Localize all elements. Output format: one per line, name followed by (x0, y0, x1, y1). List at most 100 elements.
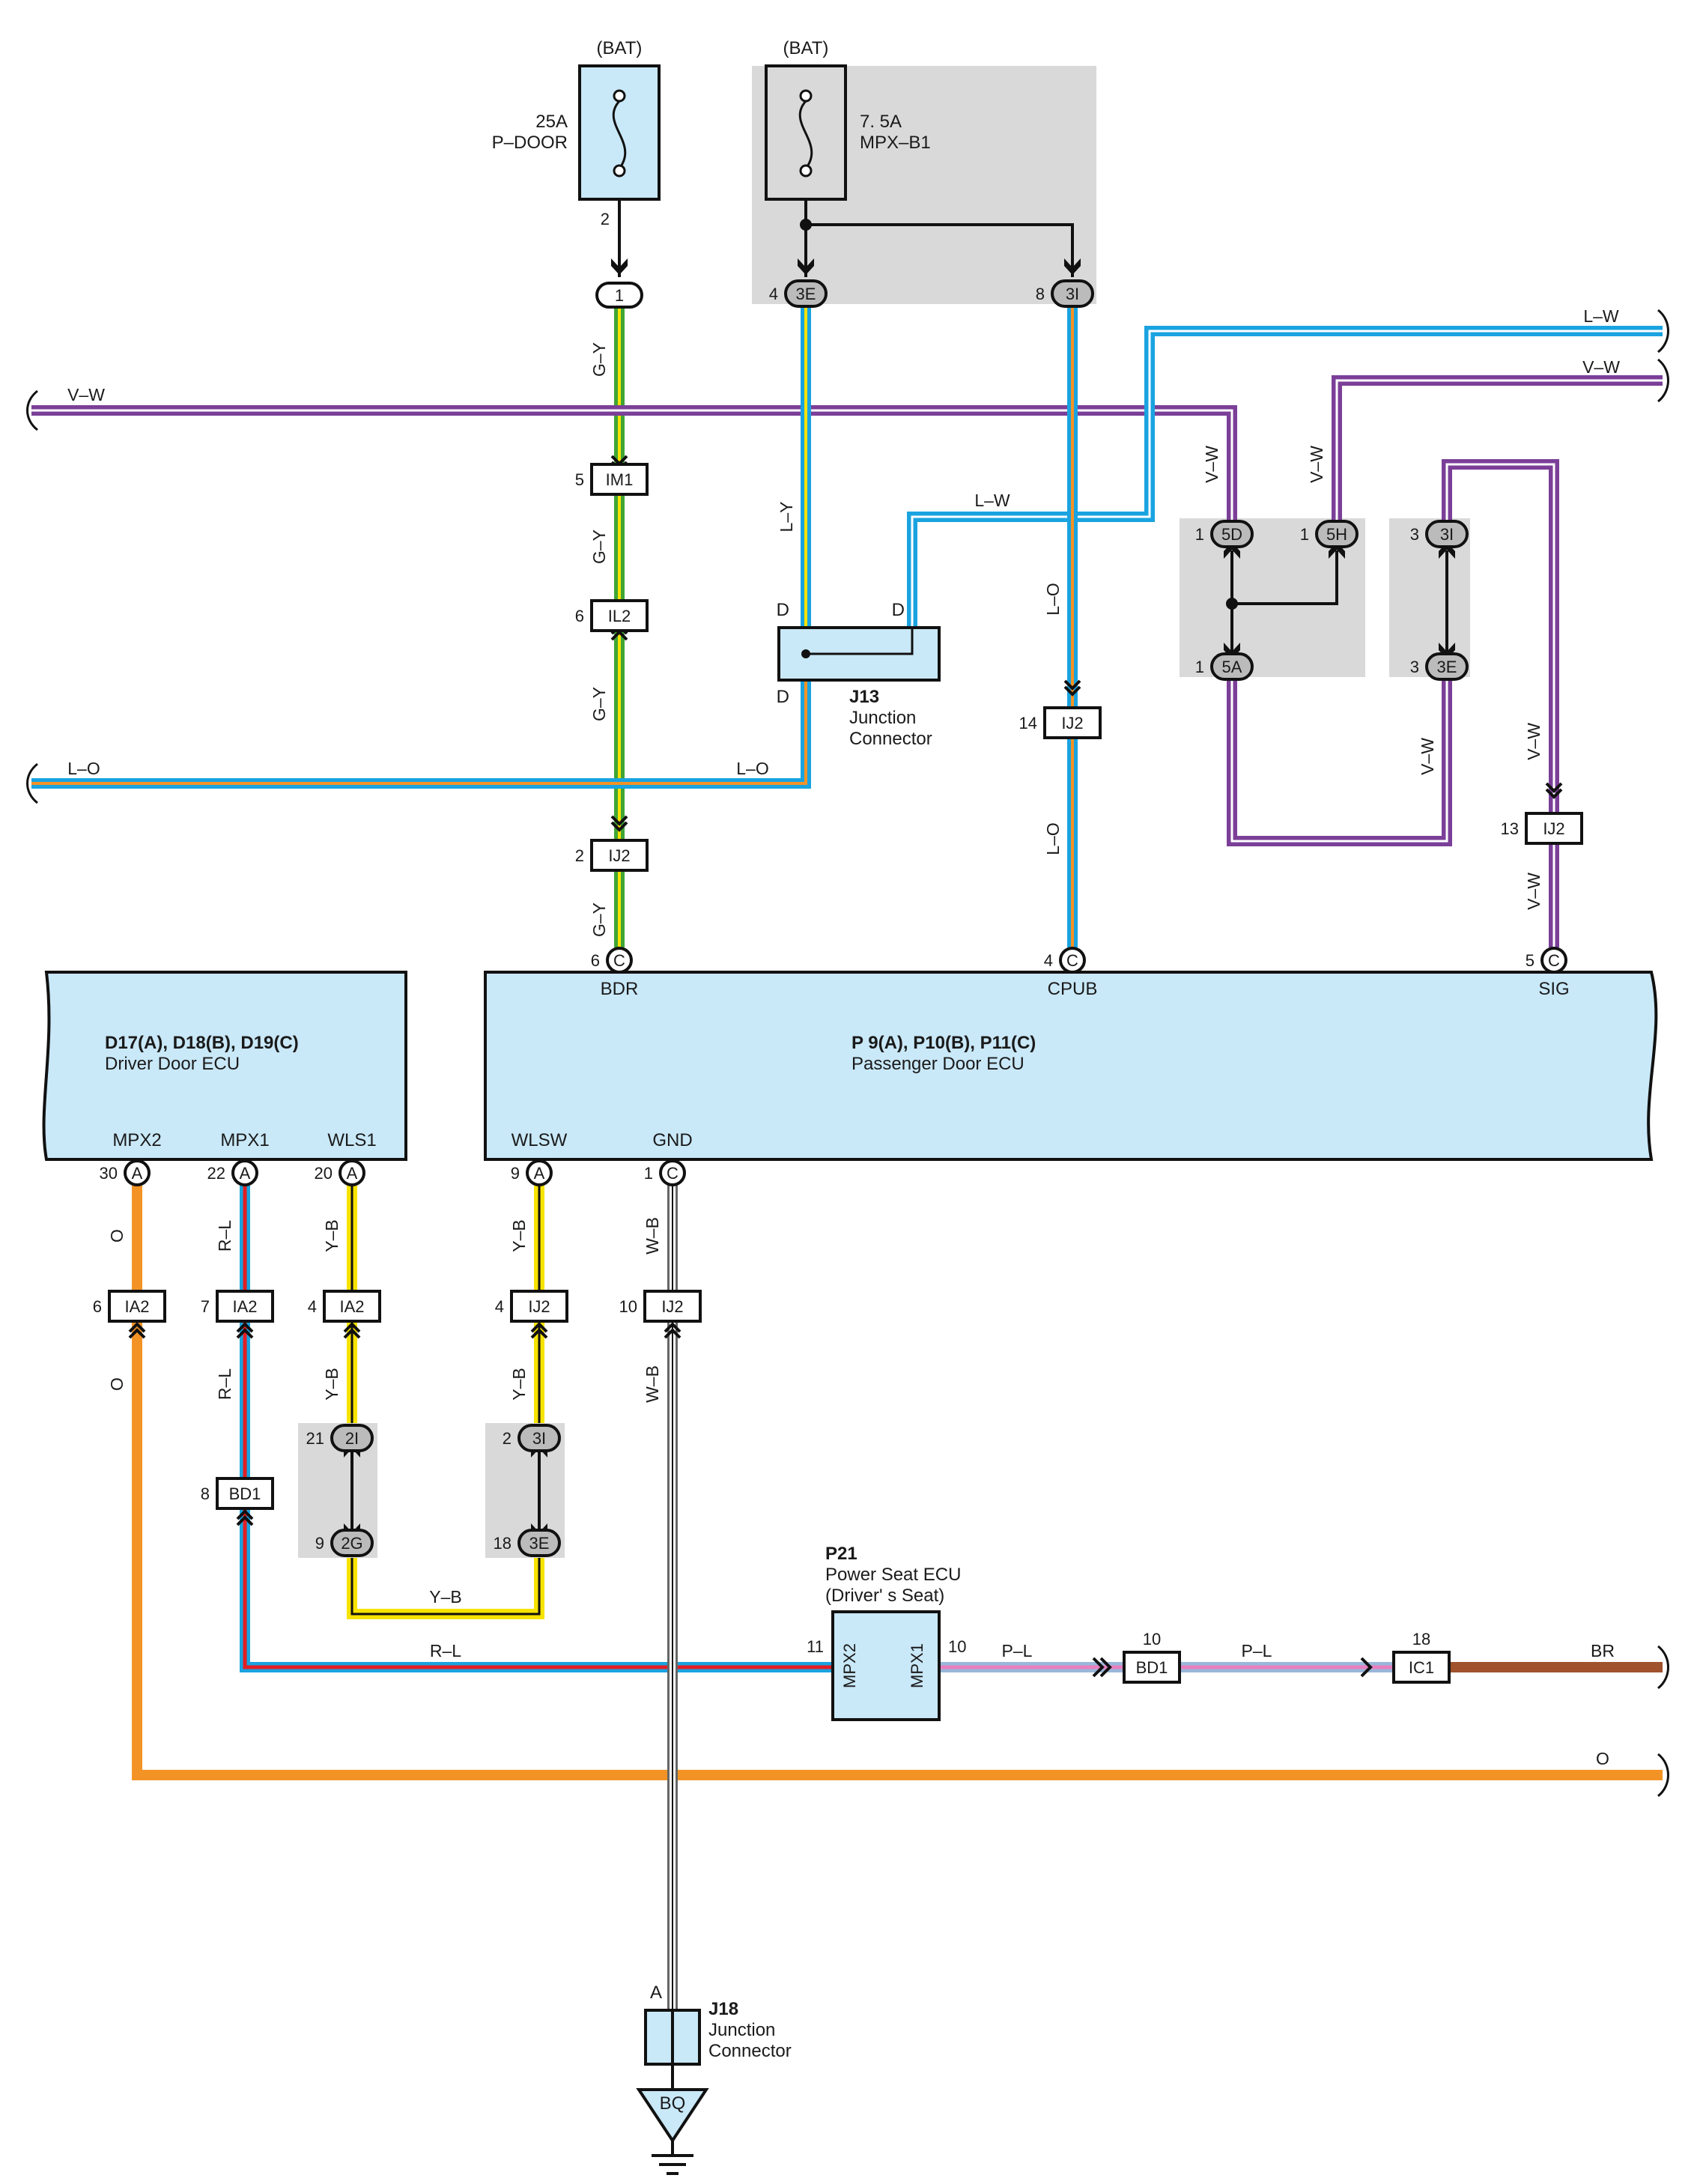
connector-c3i_r: 3I3 (1410, 520, 1469, 548)
connector-c2g: 2G 9 (315, 1529, 374, 1557)
connector-c3e_top-id: 3E (796, 285, 816, 303)
wire-label-o_right: O (1596, 1749, 1609, 1768)
connector-ic1-pin: 18 (1412, 1630, 1430, 1648)
j18-line2: Connector (708, 2041, 792, 2061)
connector-c5a-pin: 1 (1195, 658, 1204, 676)
wire-v-w-right (1332, 375, 1663, 528)
j18-junction-connector (644, 2009, 701, 2090)
wire-label-lo_vert1: L–O (1043, 583, 1063, 615)
connector-mpx1-id: A (240, 1164, 251, 1183)
wire-label-gy3: G–Y (589, 687, 609, 721)
fuse-p-door (578, 64, 661, 277)
wire-label-rl_bottom: R–L (430, 1641, 461, 1660)
wire-o (132, 1182, 1663, 1780)
p21-title: P21 (825, 1544, 857, 1564)
wire-label-gy1: G–Y (589, 342, 609, 377)
connector-mpx2-pin: 30 (100, 1164, 118, 1183)
driver-ecu-name: Driver Door ECU (105, 1054, 240, 1074)
wire-label-pl2: P–L (1242, 1641, 1272, 1660)
connector-ij2_2: IJ2 2 (575, 839, 649, 872)
connector-c3i_top-id: 3I (1066, 285, 1079, 303)
connector-gnd-id: C (667, 1164, 679, 1183)
connector-bd1_8-id: BD1 (229, 1484, 261, 1503)
pass-ecu-name: Passenger Door ECU (852, 1054, 1024, 1074)
p21-line1: Power Seat ECU (825, 1565, 961, 1585)
wire-label-vw_5h: V–W (1307, 446, 1326, 483)
wire-label-wb1: W–B (643, 1217, 662, 1255)
connector-c3e_b-pin: 18 (494, 1534, 511, 1553)
connector-c5d: 5D1 (1195, 520, 1254, 548)
j13-line1: Junction (849, 708, 916, 728)
connector-wls1-name: WLS1 (327, 1130, 376, 1150)
wire-label-yb_bottom: Y–B (429, 1587, 461, 1607)
connector-c2i-id: 2I (345, 1429, 359, 1448)
connector-bd1_10-id: BD1 (1136, 1658, 1168, 1677)
driver-ecu-codes: D17(A), D18(B), D19(C) (105, 1033, 299, 1053)
wire-label-yb3: Y–B (509, 1219, 529, 1252)
connector-cpub-name: CPUB (1048, 979, 1098, 999)
wire-label-wb2: W–B (643, 1365, 662, 1403)
wire-label-lo_left: L–O (67, 759, 100, 778)
connector-c3i_top-pin: 8 (1036, 285, 1045, 303)
connector-c2g-id: 2G (341, 1534, 362, 1553)
wire-label-gy4: G–Y (589, 903, 609, 937)
connector-c3e_r-pin: 3 (1410, 658, 1419, 676)
wire-label-vw_ij2b: V–W (1524, 873, 1543, 910)
wire-l-o (31, 680, 811, 789)
connector-c5h-id: 5H (1326, 525, 1347, 544)
pass-ecu-codes: P 9(A), P10(B), P11(C) (852, 1033, 1036, 1053)
fuse1-out-pin: 2 (601, 210, 610, 228)
connector-wlsw-name: WLSW (511, 1130, 568, 1150)
fuse1-name: P–DOOR (492, 133, 568, 153)
connector-c3e_r-id: 3E (1437, 658, 1457, 676)
connector-sig-id: C (1548, 951, 1560, 970)
fuse-mpx-b1 (765, 64, 1081, 275)
p21-pin-mpx2: MPX2 (840, 1643, 859, 1688)
connector-ia2_7-id: IA2 (232, 1297, 257, 1316)
driver-door-ecu (42, 971, 407, 1161)
wire-label-vw_3e: V–W (1418, 738, 1437, 775)
p21-line2: (Driver' s Seat) (825, 1586, 944, 1606)
wire-label-br: BR (1591, 1641, 1615, 1660)
connector-ij2_2-id: IJ2 (608, 846, 630, 865)
connector-ia2_7-pin: 7 (201, 1297, 210, 1316)
connector-c2g-pin: 9 (315, 1534, 324, 1553)
connector-ij2_2-pin: 2 (575, 846, 584, 865)
connector-bdr-name: BDR (601, 979, 639, 999)
wire-label-ly: L–Y (777, 502, 796, 533)
wire-label-vw_ij2a: V–W (1524, 723, 1543, 760)
connector-1-id: 1 (615, 286, 624, 305)
wire-label-yb2: Y–B (322, 1368, 341, 1400)
j13-d3: D (777, 687, 789, 707)
connector-c3i_r-pin: 3 (1410, 525, 1419, 544)
fuse2-bat: (BAT) (783, 38, 829, 58)
connector-bdr-pin: 6 (591, 951, 600, 970)
connector-bd1_8-pin: 8 (201, 1484, 210, 1503)
connector-wlsw-pin: 9 (511, 1164, 520, 1183)
connector-sig-pin: 5 (1526, 951, 1534, 970)
connector-sig-name: SIG (1538, 979, 1569, 999)
wire-label-yb1: Y–B (322, 1219, 341, 1252)
connector-ij2_4-id: IJ2 (528, 1297, 550, 1316)
chevron-marks-horizontal (1092, 1657, 1373, 1678)
fuse2-name: MPX–B1 (860, 133, 931, 153)
connector-c3e_r: 3E 3 (1410, 652, 1469, 681)
connector-ij2_14-id: IJ2 (1061, 714, 1083, 732)
connector-c3i_top: 3I 8 (1036, 279, 1094, 308)
wire-l-w (907, 326, 1663, 628)
connector-il2-id: IL2 (608, 607, 631, 625)
